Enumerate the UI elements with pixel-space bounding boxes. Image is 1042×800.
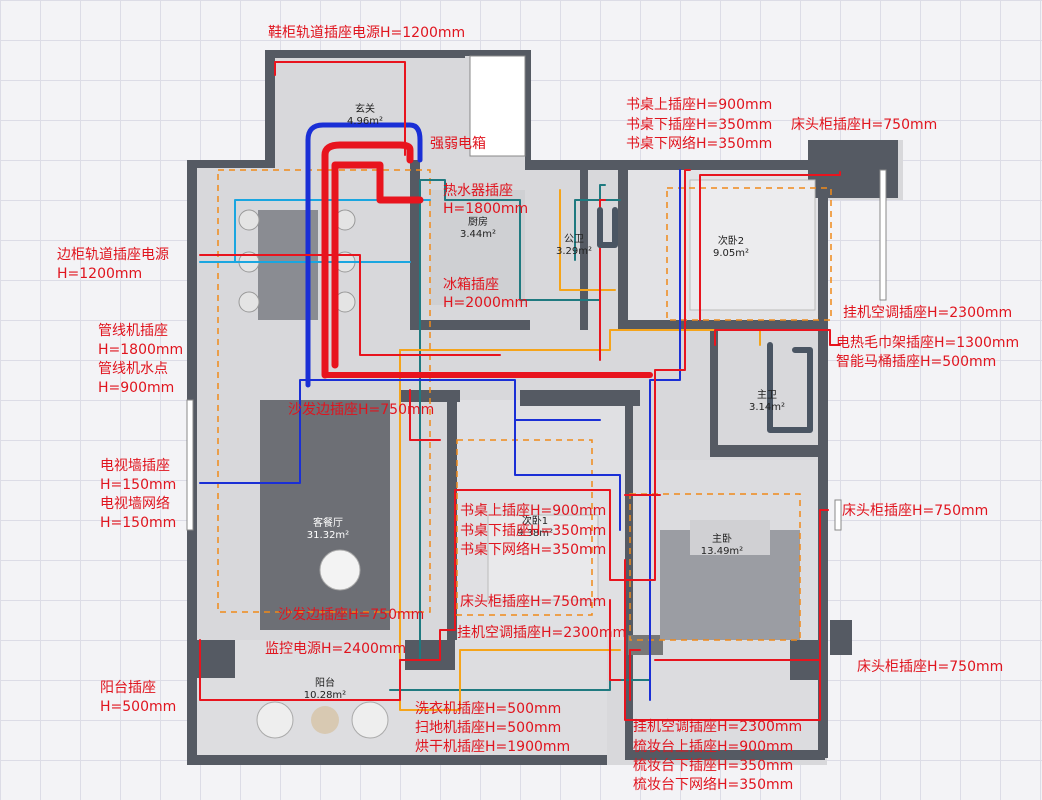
label-fridge-1: 冰箱插座	[443, 277, 499, 293]
room-area: 3.14m²	[748, 402, 785, 413]
room-name: 公卫	[564, 234, 584, 245]
label-bedside-master-1: 床头柜插座H=750mm	[842, 503, 989, 519]
room-name: 阳台	[315, 678, 335, 689]
label-shoe-cabinet: 鞋柜轨道插座电源H=1200mm	[268, 25, 466, 41]
room-area: 13.49m²	[700, 546, 744, 557]
label-desk2-bottom: 书桌下插座H=350mm	[626, 117, 773, 133]
label-bedside-1: 床头柜插座H=750mm	[460, 594, 607, 610]
furniture	[238, 179, 816, 739]
room-name: 主卧	[712, 534, 732, 545]
label-pipe-3: 管线机水点	[98, 361, 168, 377]
room-area: 31.32m²	[306, 530, 350, 541]
room-area: 9.05m²	[712, 248, 749, 259]
label-tv-1: 电视墙插座	[100, 458, 170, 474]
label-sofa-top: 沙发边插座H=750mm	[288, 402, 435, 418]
room-area: 4.96m²	[346, 116, 383, 127]
label-tv-2: H=150mm	[100, 477, 177, 493]
label-desk1-bottom: 书桌下插座H=350mm	[460, 523, 607, 539]
label-bedside-2: 床头柜插座H=750mm	[791, 117, 938, 133]
label-balcony-1: 阳台插座	[100, 680, 156, 696]
label-tv-3: 电视墙网络	[100, 496, 170, 512]
label-pipe-4: H=900mm	[98, 380, 175, 396]
room-name: 次卧1	[521, 516, 549, 527]
label-pipe-1: 管线机插座	[98, 323, 168, 339]
label-towel-rack: 电热毛巾架插座H=1300mm	[836, 335, 1020, 351]
pipelines	[199, 61, 841, 721]
label-desk1-top: 书桌上插座H=900mm	[460, 503, 607, 519]
label-balcony-2: H=500mm	[100, 699, 177, 715]
room-area: 10.28m²	[303, 690, 347, 701]
label-desk2-network: 书桌下网络H=350mm	[626, 136, 773, 152]
label-dresser-network: 梳妆台下网络H=350mm	[633, 777, 794, 793]
label-washer: 洗衣机插座H=500mm	[415, 701, 562, 717]
label-weak-box: 强弱电箱	[430, 136, 486, 152]
label-fridge-2: H=2000mm	[443, 295, 529, 311]
label-bedside-master-2: 床头柜插座H=750mm	[857, 659, 1004, 675]
label-desk2-top: 书桌上插座H=900mm	[626, 97, 773, 113]
label-heater-1: 热水器插座	[443, 183, 513, 199]
dashed-outlines	[217, 169, 832, 641]
room-area: 3.29m²	[555, 246, 592, 257]
label-monitor: 监控电源H=2400mm	[265, 641, 407, 657]
label-ac-1: 挂机空调插座H=2300mm	[457, 625, 627, 641]
label-dresser-top: 梳妆台上插座H=900mm	[633, 739, 794, 755]
label-pipe-2: H=1800mm	[98, 342, 184, 358]
room-name: 玄关	[355, 104, 375, 115]
windows	[186, 55, 887, 531]
label-ac-2: 挂机空调插座H=2300mm	[843, 305, 1013, 321]
label-ac-master: 挂机空调插座H=2300mm	[633, 719, 803, 735]
label-heater-2: H=1800mm	[443, 201, 529, 217]
label-robot: 扫地机插座H=500mm	[415, 720, 562, 736]
room-name: 厨房	[468, 217, 488, 228]
label-side-track-1: 边柜轨道插座电源	[57, 247, 169, 263]
label-dresser-bottom: 梳妆台下插座H=350mm	[633, 758, 794, 774]
room-area: 9.38m²	[516, 528, 553, 539]
label-sofa-bottom: 沙发边插座H=750mm	[278, 607, 425, 623]
label-smart-toilet: 智能马桶插座H=500mm	[836, 354, 997, 370]
label-dryer: 烘干机插座H=1900mm	[415, 739, 571, 755]
room-name: 主卫	[757, 390, 777, 401]
room-name: 次卧2	[717, 236, 745, 247]
room-area: 3.44m²	[459, 229, 496, 240]
label-side-track-2: H=1200mm	[57, 266, 143, 282]
room-name: 客餐厅	[313, 518, 343, 529]
label-desk1-network: 书桌下网络H=350mm	[460, 542, 607, 558]
label-tv-4: H=150mm	[100, 515, 177, 531]
